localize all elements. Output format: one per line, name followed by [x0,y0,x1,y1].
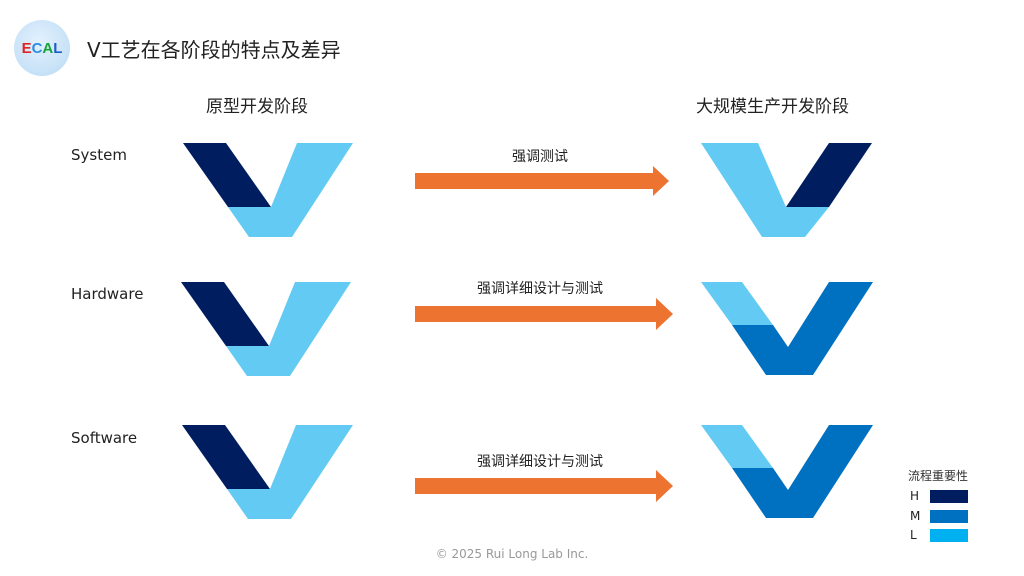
v-diagram-hardware-prototype [181,282,351,376]
legend-item-l: L [910,528,968,542]
v-diagram-software-mass-production [701,425,873,518]
row-label-system: System [71,146,127,164]
legend-title: 流程重要性 [908,469,969,483]
logo-letter-c: C [31,39,43,57]
arrow-right-icon [415,166,669,196]
v-segment-upper-left [182,425,270,489]
logo-letter-l: L [53,39,63,57]
row-label-hardware: Hardware [71,285,144,303]
legend-item-h: H [910,489,968,503]
legend-key: H [910,489,920,503]
v-diagram-software-prototype [182,425,353,519]
v-diagram-system-mass-production [701,143,872,237]
legend-swatch-h [930,489,968,503]
legend-swatch-l [930,528,968,542]
logo-letter-e: E [21,39,32,57]
legend-key: L [910,528,917,542]
logo-letter-a: A [42,39,54,57]
arrow-label-system: 强调测试 [512,149,568,165]
v-segment-right-and-bottom [732,282,873,375]
legend-key: M [910,509,921,523]
v-diagram-system-prototype [183,143,353,237]
v-segment-upper-left [181,282,269,346]
v-diagram-hardware-mass-production [701,282,873,375]
arrow-label-software: 强调详细设计与测试 [477,454,603,470]
v-segment-right-and-bottom [226,282,351,376]
v-segment-upper-right [786,143,872,207]
v-segment-left-and-bottom [701,143,829,237]
legend-item-m: M [910,509,968,523]
v-segment-upper-left [701,425,773,468]
phase-heading-mass-production: 大规模生产开发阶段 [696,97,849,117]
arrow-right-icon [415,298,673,330]
v-segment-right-and-bottom [732,425,873,518]
copyright-footer: © 2025 Rui Long Lab Inc. [435,547,589,561]
arrow-label-hardware: 强调详细设计与测试 [477,281,603,297]
v-segment-upper-left [701,282,773,325]
arrow-right-icon [415,470,673,502]
v-segment-upper-left [183,143,271,207]
phase-heading-prototype: 原型开发阶段 [206,97,308,117]
v-segment-right-and-bottom [227,425,353,519]
legend-swatch-m [930,509,968,523]
page-title: V工艺在各阶段的特点及差异 [87,38,341,62]
v-segment-right-and-bottom [228,143,353,237]
row-label-software: Software [71,429,138,447]
